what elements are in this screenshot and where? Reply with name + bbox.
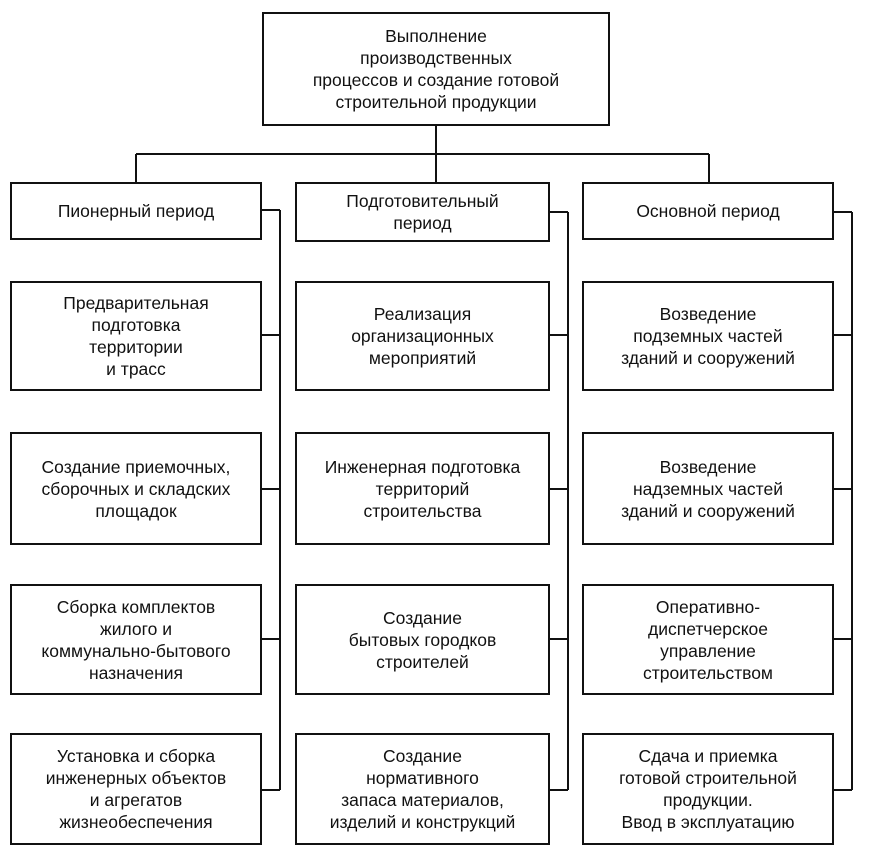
main-step-box: Возведение подземных частей зданий и соо…: [582, 281, 834, 391]
root-box: Выполнение производственных процессов и …: [262, 12, 610, 126]
pioneer-step-box: Создание приемочных, сборочных и складск…: [10, 432, 262, 545]
preparatory-step-box: Создание бытовых городков строителей: [295, 584, 550, 695]
column-header-pioneer: Пионерный период: [10, 182, 262, 240]
pioneer-step-box: Установка и сборка инженерных объектов и…: [10, 733, 262, 845]
main-step-box: Оперативно- диспетчерское управление стр…: [582, 584, 834, 695]
main-step-box: Возведение надземных частей зданий и соо…: [582, 432, 834, 545]
main-step-box: Сдача и приемка готовой строительной про…: [582, 733, 834, 845]
preparatory-step-box: Инженерная подготовка территорий строите…: [295, 432, 550, 545]
pioneer-step-box: Сборка комплектов жилого и коммунально-б…: [10, 584, 262, 695]
pioneer-step-box: Предварительная подготовка территории и …: [10, 281, 262, 391]
preparatory-step-box: Создание нормативного запаса материалов,…: [295, 733, 550, 845]
column-header-main: Основной период: [582, 182, 834, 240]
preparatory-step-box: Реализация организационных мероприятий: [295, 281, 550, 391]
column-header-preparatory: Подготовительный период: [295, 182, 550, 242]
